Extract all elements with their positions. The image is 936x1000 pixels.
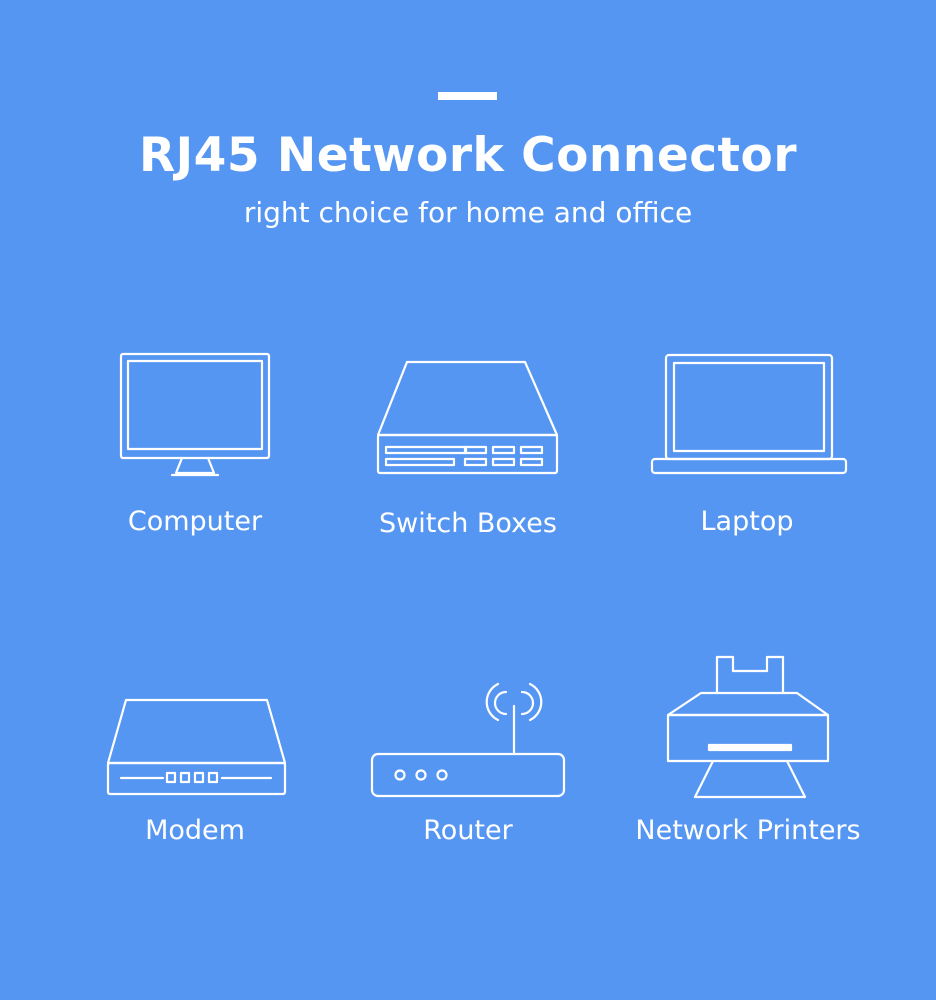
page-title: RJ45 Network Connector [138, 128, 797, 183]
device-label-computer: Computer [127, 506, 263, 537]
device-label-router: Router [423, 815, 513, 846]
decorative-top-bar [438, 92, 497, 100]
computer-icon [119, 352, 271, 477]
printer-icon [666, 655, 830, 799]
laptop-icon [650, 353, 848, 475]
device-label-laptop: Laptop [700, 506, 794, 537]
page-subtitle: right choice for home and office [243, 196, 693, 229]
modem-icon [106, 698, 287, 796]
device-label-network-printers: Network Printers [635, 815, 861, 846]
device-label-modem: Modem [145, 815, 245, 846]
router-icon [370, 682, 566, 798]
device-label-switch-boxes: Switch Boxes [379, 508, 557, 539]
switch-box-icon [376, 360, 559, 475]
